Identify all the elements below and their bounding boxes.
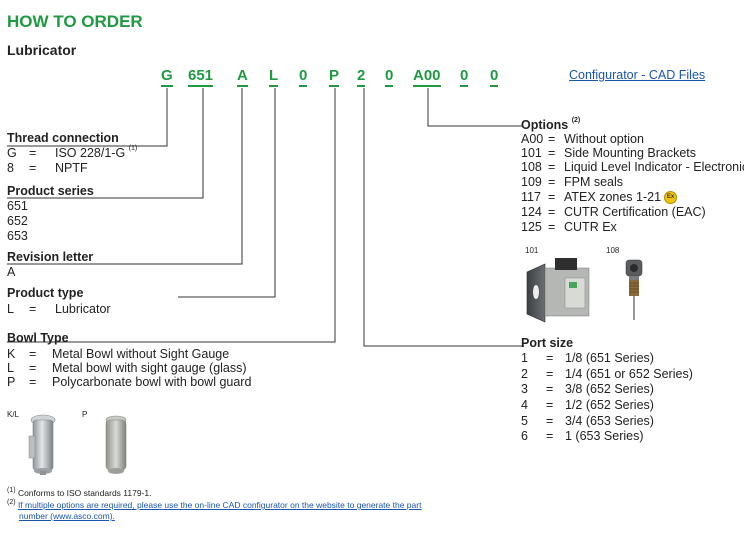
thread-title: Thread connection	[7, 131, 119, 145]
page-title: HOW TO ORDER	[7, 12, 143, 31]
ptype-row: L=Lubricator	[7, 302, 111, 316]
footnote-2: (2) If multiple options are required, pl…	[7, 499, 422, 510]
configurator-link[interactable]: Configurator - CAD Files	[569, 68, 706, 82]
thread-row: 8=NPTF	[7, 161, 88, 175]
level-indicator-image	[625, 259, 643, 320]
port-row: 5=3/4 (653 Series)	[521, 414, 654, 428]
revision-title: Revision letter	[7, 250, 94, 264]
code-fixed-0: 0	[299, 68, 308, 87]
port-row: 1=1/8 (651 Series)	[521, 351, 654, 365]
line-revision	[7, 88, 243, 265]
option-row: 108=Liquid Level Indicator - Electronic	[521, 160, 744, 174]
bowl-title: Bowl Type	[7, 331, 69, 345]
code-port: 2	[357, 68, 366, 87]
thread-row: G=ISO 228/1-G (1)	[7, 145, 138, 160]
code-fixed-1: 0	[385, 68, 394, 87]
code-bowl: P	[329, 68, 340, 87]
series-item: 653	[7, 229, 28, 243]
port-row: 2=1/4 (651 or 652 Series)	[521, 367, 693, 381]
option-row: 109=FPM seals	[521, 175, 624, 189]
code-options: A00	[413, 68, 441, 87]
port-row: 4=1/2 (652 Series)	[521, 398, 654, 412]
port-row: 3=3/8 (652 Series)	[521, 382, 654, 396]
series-item: 651	[7, 199, 28, 213]
page-subtitle: Lubricator	[7, 42, 77, 58]
option-row: 125=CUTR Ex	[521, 220, 617, 234]
revision-item: A	[7, 265, 16, 279]
bowl-row: P=Polycarbonate bowl with bowl guard	[7, 375, 252, 389]
code-fixed-2: 0	[460, 68, 469, 87]
ptype-title: Product type	[7, 286, 84, 300]
code-fixed-3: 0	[490, 68, 499, 87]
line-bowl	[7, 88, 336, 343]
line-series	[7, 88, 204, 199]
series-title: Product series	[7, 184, 94, 198]
atex-ex-icon: Ex	[664, 191, 678, 205]
port-row: 6=1 (653 Series)	[521, 429, 644, 443]
bowl-row: L=Metal bowl with sight gauge (glass)	[7, 361, 247, 375]
option-img-label: 101	[525, 246, 539, 255]
code-series: 651	[188, 68, 214, 87]
footnote-2-cont: number (www.asco.com).	[19, 511, 115, 521]
code-thread: G	[161, 68, 173, 87]
bowl-row: K=Metal Bowl without Sight Gauge	[7, 347, 230, 361]
side-bracket-image	[526, 258, 590, 323]
bowl-img-label: K/L	[7, 410, 20, 419]
option-row: 101=Side Mounting Brackets	[521, 146, 697, 160]
polycarbonate-bowl-image	[105, 415, 127, 474]
option-row: A00=Without option	[521, 132, 644, 146]
line-port	[363, 88, 524, 347]
metal-bowl-image	[28, 414, 56, 475]
line-ptype	[178, 88, 276, 298]
port-title: Port size	[521, 336, 574, 350]
bowl-img-label: P	[82, 410, 88, 419]
cad-configurator-link[interactable]: If multiple options are required, please…	[17, 500, 422, 510]
footnote-1: (1) Conforms to ISO standards 1179-1.	[7, 487, 152, 498]
series-item: 652	[7, 214, 28, 228]
option-img-label: 108	[606, 246, 620, 255]
line-options	[427, 88, 522, 127]
code-revision: A	[237, 68, 248, 87]
code-ptype: L	[269, 68, 279, 87]
option-row: 124=CUTR Certification (EAC)	[521, 205, 706, 219]
cad-configurator-link-cont[interactable]: number (www.asco.com).	[19, 511, 115, 521]
line-thread	[7, 88, 168, 147]
options-title: Options (2)	[521, 117, 581, 132]
